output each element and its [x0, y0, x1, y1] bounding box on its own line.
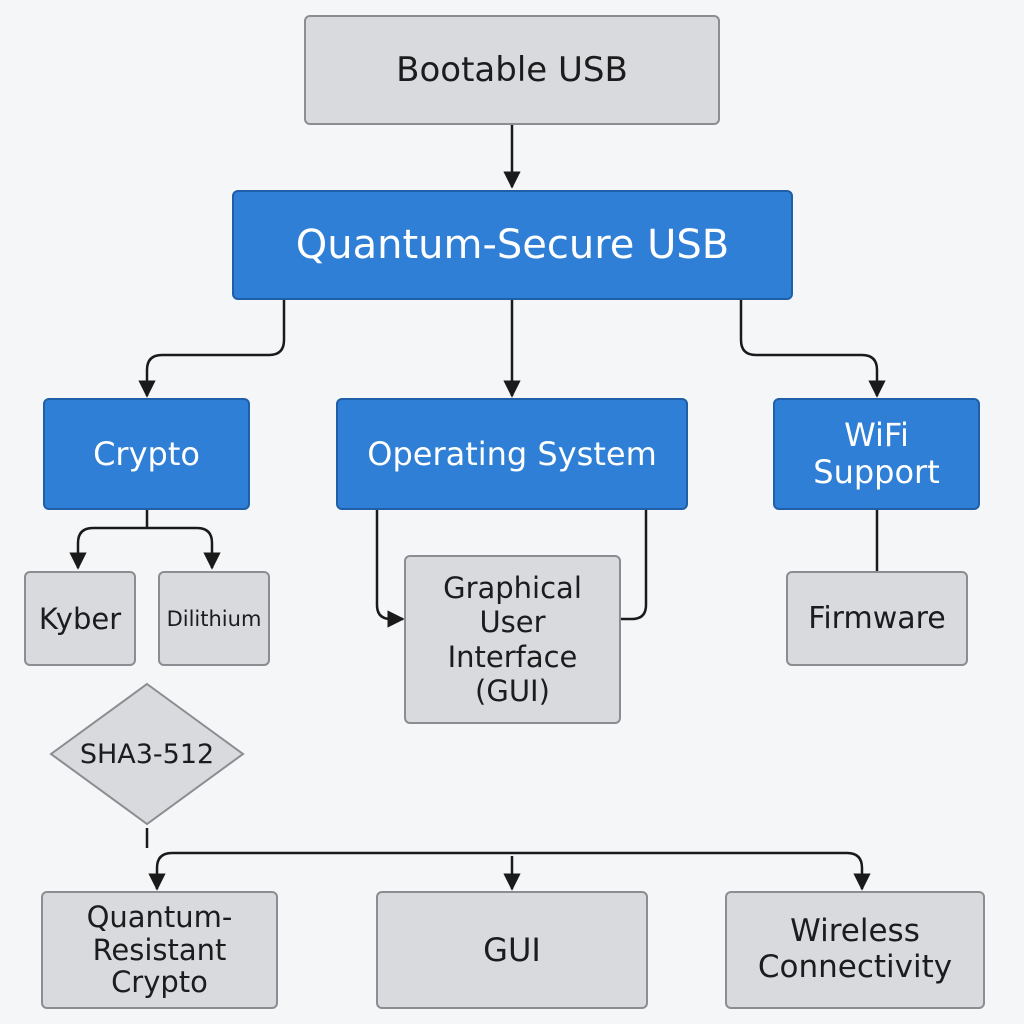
wifi-support-node: WiFi Support: [773, 398, 980, 510]
edge-os-to-gui-left: [375, 510, 405, 628]
dilithium-node: Dilithium: [158, 571, 270, 666]
kyber-node: Kyber: [24, 571, 136, 666]
wireless-connectivity-label: Wireless Connectivity: [757, 913, 953, 985]
edge-crypto-to-kyber: [69, 526, 147, 570]
edge-crypto-to-dilithium: [147, 526, 221, 570]
gui-output-node: GUI: [376, 891, 648, 1009]
operating-system-label: Operating System: [367, 435, 657, 473]
operating-system-node: Operating System: [336, 398, 688, 510]
edge-to-qrc: [148, 851, 173, 891]
quantum-secure-usb-label: Quantum-Secure USB: [295, 222, 730, 268]
gui-detail-label: Graphical User Interface (GUI): [443, 571, 582, 708]
bootable-usb-node: Bootable USB: [304, 15, 720, 125]
gui-output-label: GUI: [483, 931, 541, 969]
kyber-label: Kyber: [38, 601, 122, 636]
edge-main-to-crypto: [138, 300, 286, 398]
wifi-support-label: WiFi Support: [813, 416, 940, 491]
edge-os-to-gui-right: [621, 510, 648, 621]
bootable-usb-label: Bootable USB: [396, 50, 628, 90]
crypto-node: Crypto: [43, 398, 250, 510]
dilithium-label: Dilithium: [166, 606, 262, 631]
firmware-label: Firmware: [808, 601, 946, 636]
wireless-connectivity-node: Wireless Connectivity: [725, 891, 985, 1009]
sha3-512-label: SHA3-512: [79, 738, 215, 770]
quantum-resistant-crypto-label: Quantum- Resistant Crypto: [86, 900, 233, 1000]
quantum-secure-usb-node: Quantum-Secure USB: [232, 190, 793, 300]
firmware-node: Firmware: [786, 571, 968, 666]
edge-to-wireless: [846, 851, 871, 891]
sha3-512-label-wrap: SHA3-512: [49, 682, 245, 826]
quantum-resistant-crypto-node: Quantum- Resistant Crypto: [41, 891, 278, 1009]
sha3-512-diamond: [49, 682, 245, 826]
crypto-label: Crypto: [93, 435, 200, 473]
gui-detail-node: Graphical User Interface (GUI): [404, 555, 621, 724]
edge-main-to-wifi: [739, 300, 886, 398]
